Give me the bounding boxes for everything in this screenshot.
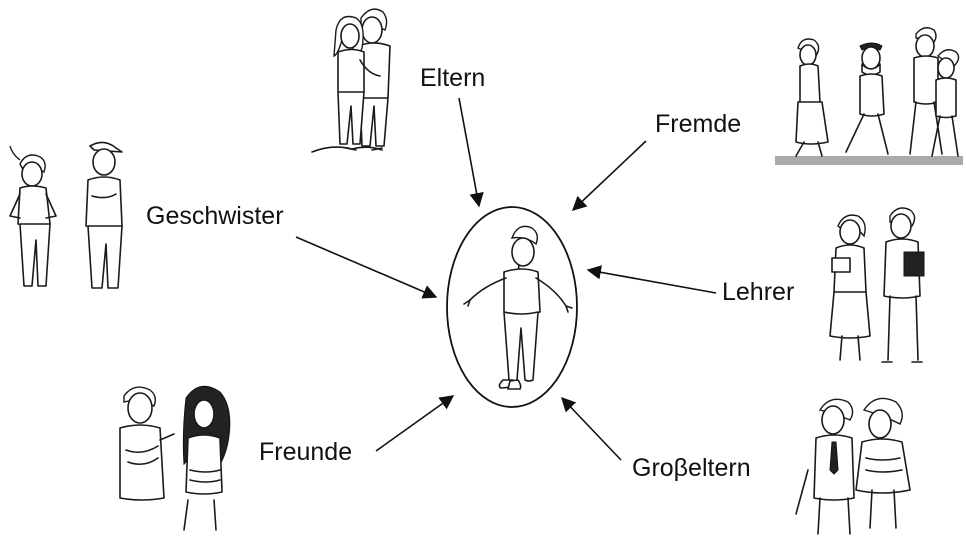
arrow-eltern [459,98,479,206]
siblings-illustration [10,142,122,288]
arrow-freunde [376,396,453,451]
arrow-geschwister [296,237,436,297]
arrow-grosseltern [562,398,621,460]
label-lehrer: Lehrer [722,280,794,305]
friends-illustration [120,386,230,530]
label-geschwister: Geschwister [146,204,284,229]
grandparents-illustration [796,398,910,534]
center-person-icon [464,226,572,389]
arrow-lehrer [588,270,716,293]
label-grosseltern: Groβeltern [632,456,751,481]
strangers-illustration [775,28,963,165]
arrow-fremde [573,141,646,210]
label-fremde: Fremde [655,112,741,137]
label-freunde: Freunde [259,440,352,465]
parents-illustration [312,9,390,152]
label-eltern: Eltern [420,66,485,91]
teachers-illustration [830,208,924,362]
